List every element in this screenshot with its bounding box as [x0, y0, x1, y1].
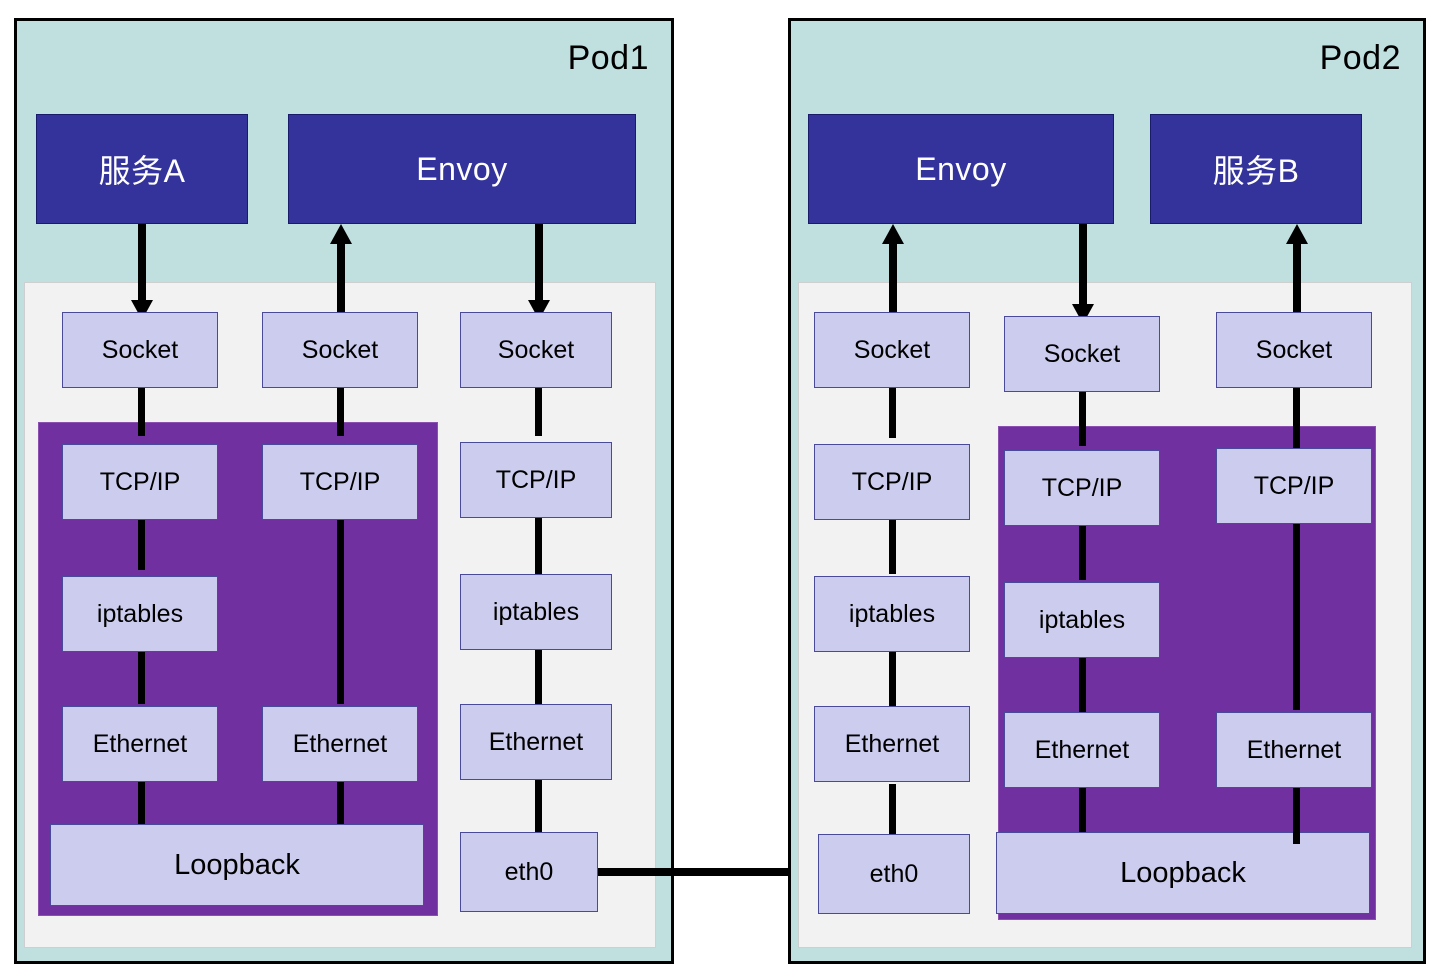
stack-box-ethernet-p2c1[interactable]: Ethernet — [814, 706, 970, 782]
link-p1c1-iptables-ethernet — [138, 650, 145, 704]
arrow-envoy-pod2-to-socket — [1072, 224, 1094, 324]
pod1-title: Pod1 — [567, 39, 649, 77]
stack-box-loopback-pod2[interactable]: Loopback — [996, 832, 1370, 914]
link-p2c1-iptables-ethernet — [889, 652, 896, 706]
stack-box-eth0-pod1[interactable]: eth0 — [460, 832, 598, 912]
link-p1c2-socket-tcpip — [337, 386, 344, 436]
link-p2c2-tcpip-iptables — [1079, 526, 1086, 580]
link-p1c1-ethernet-loopback — [138, 782, 145, 836]
stack-box-iptables-p1c3[interactable]: iptables — [460, 574, 612, 650]
pod2-title: Pod2 — [1319, 39, 1401, 77]
stack-box-tcpip-p2c3[interactable]: TCP/IP — [1216, 448, 1372, 524]
link-p1c1-tcpip-iptables — [138, 518, 145, 570]
link-p2c3-tcpip-ethernet — [1293, 524, 1300, 710]
link-p2c1-tcpip-iptables — [889, 520, 896, 574]
link-p2c2-ethernet-loopback — [1079, 788, 1086, 844]
link-p2c2-iptables-ethernet — [1079, 658, 1086, 712]
link-p1c2-ethernet-loopback — [337, 782, 344, 836]
arrow-pod1-eth0-to-pod2-eth0 — [598, 861, 820, 883]
app-box-envoy-pod1[interactable]: Envoy — [288, 114, 636, 224]
link-p1c3-iptables-ethernet — [535, 648, 542, 704]
stack-box-ethernet-p1c1[interactable]: Ethernet — [62, 706, 218, 782]
stack-box-loopback-pod1[interactable]: Loopback — [50, 824, 424, 906]
link-p2c3-socket-tcpip — [1293, 386, 1300, 448]
app-box-envoy-pod2[interactable]: Envoy — [808, 114, 1114, 224]
stack-box-ethernet-p2c2[interactable]: Ethernet — [1004, 712, 1160, 788]
link-p2c1-socket-tcpip — [889, 386, 896, 438]
stack-box-tcpip-p2c1[interactable]: TCP/IP — [814, 444, 970, 520]
arrow-socket-to-service-b — [1286, 224, 1308, 320]
stack-box-ethernet-p1c3[interactable]: Ethernet — [460, 704, 612, 780]
link-p1c3-socket-tcpip — [535, 386, 542, 436]
stack-box-tcpip-p1c1[interactable]: TCP/IP — [62, 444, 218, 520]
arrow-service-a-to-socket — [131, 224, 153, 320]
stack-box-socket-p2c3[interactable]: Socket — [1216, 312, 1372, 388]
app-box-service-b[interactable]: 服务B — [1150, 114, 1362, 224]
stack-box-ethernet-p1c2[interactable]: Ethernet — [262, 706, 418, 782]
link-p2c1-ethernet-eth0 — [889, 784, 896, 836]
stack-box-socket-p2c1[interactable]: Socket — [814, 312, 970, 388]
stack-box-iptables-p2c1[interactable]: iptables — [814, 576, 970, 652]
link-p1c2-tcpip-ethernet — [337, 518, 344, 704]
link-p1c1-socket-tcpip — [138, 386, 145, 436]
arrow-socket-to-envoy-pod2 — [882, 224, 904, 320]
stack-box-socket-p2c2[interactable]: Socket — [1004, 316, 1160, 392]
link-p2c3-ethernet-loopback — [1293, 788, 1300, 844]
link-p2c2-socket-tcpip — [1079, 392, 1086, 446]
stack-box-tcpip-p1c3[interactable]: TCP/IP — [460, 442, 612, 518]
stack-box-tcpip-p1c2[interactable]: TCP/IP — [262, 444, 418, 520]
stack-box-iptables-p1c1[interactable]: iptables — [62, 576, 218, 652]
stack-box-eth0-pod2[interactable]: eth0 — [818, 834, 970, 914]
link-p1c3-tcpip-iptables — [535, 518, 542, 574]
stack-box-tcpip-p2c2[interactable]: TCP/IP — [1004, 450, 1160, 526]
stack-box-ethernet-p2c3[interactable]: Ethernet — [1216, 712, 1372, 788]
link-p1c3-ethernet-eth0 — [535, 778, 542, 834]
stack-box-socket-p1c3[interactable]: Socket — [460, 312, 612, 388]
stack-box-socket-p1c1[interactable]: Socket — [62, 312, 218, 388]
app-box-service-a[interactable]: 服务A — [36, 114, 248, 224]
arrow-socket-to-envoy-pod1 — [330, 224, 352, 320]
arrow-envoy-pod1-to-socket — [528, 224, 550, 320]
stack-box-iptables-p2c2[interactable]: iptables — [1004, 582, 1160, 658]
stack-box-socket-p1c2[interactable]: Socket — [262, 312, 418, 388]
